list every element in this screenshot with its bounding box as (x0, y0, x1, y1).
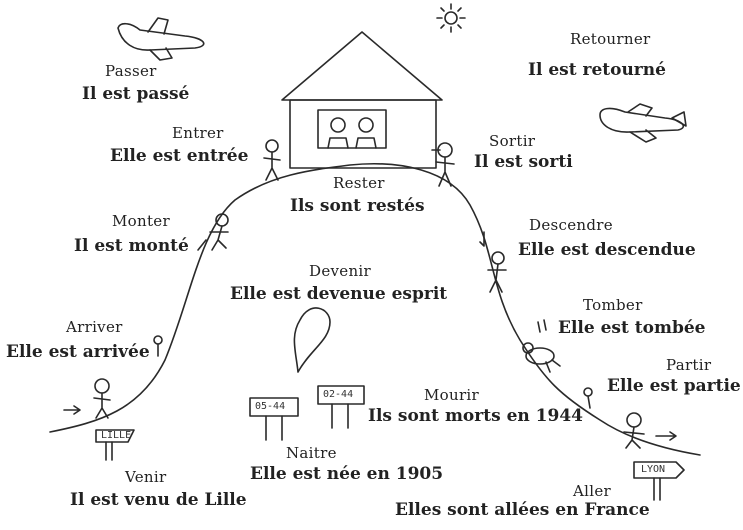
house-icon (281, 31, 443, 169)
phrase-devenir: Elle est devenue esprit (230, 284, 448, 304)
spirit-icon (293, 307, 331, 373)
phrase-partir: Elle est partie (607, 376, 741, 396)
verb-arriver: Arriver (66, 318, 123, 336)
lyon-sign-text: LYON (641, 464, 666, 475)
verb-monter: Monter (112, 212, 170, 230)
figure-descending-icon (479, 231, 507, 293)
phrase-arriver: Elle est arrivée (6, 342, 150, 362)
phrase-monter: Il est monté (74, 236, 189, 256)
phrase-tomber: Elle est tombée (558, 318, 706, 338)
figure-fallen-icon (522, 319, 561, 373)
figure-departing-icon (623, 412, 677, 449)
verb-partir: Partir (666, 356, 712, 374)
phrase-rester: Ils sont restés (290, 196, 425, 216)
grave-right-text: 02-44 (323, 389, 354, 400)
verb-sortir: Sortir (489, 132, 536, 150)
phrase-naitre: Elle est née en 1905 (250, 464, 444, 484)
figure-arriving-icon (63, 378, 111, 419)
verb-passer: Passer (105, 62, 157, 80)
grave-right-icon (317, 385, 365, 429)
sun-icon (436, 3, 466, 33)
verb-naitre: Naitre (286, 444, 337, 462)
verb-rester: Rester (333, 174, 385, 192)
phrase-entrer: Elle est entrée (110, 146, 249, 166)
airplane-right-icon (599, 103, 687, 143)
lille-sign-text: LILLE (101, 430, 132, 441)
flower-right-icon (583, 387, 593, 409)
phrase-mourir: Ils sont morts en 1944 (368, 406, 583, 426)
lille-signpost-icon (95, 429, 135, 461)
phrase-sortir: Il est sorti (474, 152, 573, 172)
verb-venir: Venir (125, 468, 167, 486)
verb-entrer: Entrer (172, 124, 224, 142)
lyon-signpost-icon (633, 461, 685, 501)
verb-aller: Aller (573, 482, 611, 500)
airplane-left-icon (117, 17, 205, 61)
phrase-passer: Il est passé (82, 84, 190, 104)
grave-left-icon (249, 397, 299, 441)
phrase-descendre: Elle est descendue (518, 240, 696, 260)
phrase-aller: Elles sont allées en France (395, 500, 650, 520)
verb-retourner: Retourner (570, 30, 651, 48)
phrase-venir: Il est venu de Lille (70, 490, 247, 510)
figure-leaving-icon (431, 142, 455, 187)
verb-mourir: Mourir (424, 386, 479, 404)
hill-outline (49, 162, 701, 456)
figure-climbing-icon (197, 213, 229, 251)
verb-devenir: Devenir (309, 262, 371, 280)
verb-descendre: Descendre (529, 216, 613, 234)
flower-left-icon (153, 335, 163, 357)
grave-left-text: 05-44 (255, 401, 286, 412)
figure-entering-icon (263, 139, 281, 181)
verb-tomber: Tomber (583, 296, 643, 314)
phrase-retourner: Il est retourné (528, 60, 666, 80)
